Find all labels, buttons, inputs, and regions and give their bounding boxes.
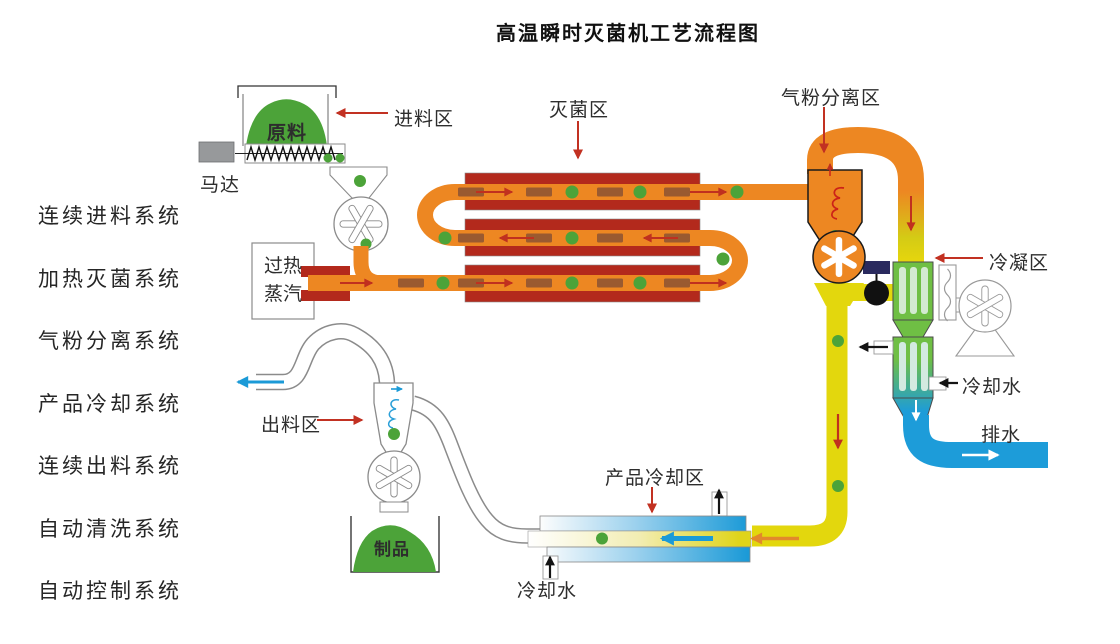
red-swirl-icon [831,186,845,220]
cooling-water-bottom-label: 冷却水 [517,580,578,602]
discharge-system [236,323,549,573]
particle-dot [596,532,608,545]
system-item-heating: 加热灭菌系统 [38,267,182,291]
sterilizer-system [251,172,810,320]
steam-heater-bottom [301,290,350,301]
discharge-rotary-valve [367,450,421,504]
flow-arrows [340,187,728,288]
page-title: 高温瞬时灭菌机工艺流程图 [496,21,760,45]
finished-product-label: 制品 [374,540,410,560]
hot-product-downpipe [752,300,848,547]
system-item-discharge: 连续出料系统 [38,454,182,478]
system-item-feeding: 连续进料系统 [38,204,182,228]
hopper-bracket [237,85,337,98]
discharge-zone-label: 出料区 [261,414,322,436]
raw-material-label: 原料 [267,122,308,144]
particle-dot [323,153,333,163]
drain-pipe [903,415,1048,468]
pipe-particles [436,185,744,290]
condenser-system [858,261,1048,468]
system-item-cooling: 产品冷却系统 [38,392,182,416]
feed-pipe [353,246,384,291]
system-item-cleaning: 自动清洗系统 [38,517,182,541]
raw-material-mound [246,99,327,146]
steam-box [251,242,315,320]
steam-heater-top [301,266,350,277]
particle-dot [832,335,844,347]
condenser-slats [899,267,928,314]
feed-rotary-valve [333,196,389,252]
cooling-jacket-bottom [546,546,751,563]
particle-dot [335,153,345,163]
feed-system [198,85,389,252]
condenser-slats-2 [899,342,928,391]
motor-label: 马达 [200,174,241,196]
separator-rotary-valve [812,230,866,284]
separation-zone-label: 气粉分离区 [781,87,882,109]
sterilize-zone-label: 灭菌区 [549,99,610,121]
particle-dot [354,175,366,187]
blue-swirl-icon [387,398,400,429]
particle-dot [388,428,400,440]
feed-zone-label: 进料区 [394,108,455,130]
ball-valve [864,280,889,306]
drain-label: 排水 [981,424,1022,446]
cooling-water-right-label: 冷却水 [962,376,1023,398]
system-item-control: 自动控制系统 [38,579,182,603]
discharge-cyclone [373,382,414,458]
pipe-segments [398,187,690,288]
condense-zone-label: 冷凝区 [989,252,1050,274]
product-cooling-system [527,300,848,580]
cooling-jacket-top [539,515,747,532]
superheated-steam-label: 过热蒸汽 [263,255,302,305]
particle-dot [832,480,844,492]
sterilizer-pipe [308,184,810,291]
product-channel [527,530,752,548]
valve-actuator [863,261,890,274]
zone-label-arrows [317,107,983,514]
product-cooling-zone-label: 产品冷却区 [605,467,706,489]
motor-box [198,141,235,163]
screw-coil [246,144,336,163]
finished-product-mound [353,525,436,572]
condenser-fan [938,264,1016,357]
system-item-separation: 气粉分离系统 [38,329,182,353]
valve-outlet-stub [379,501,409,513]
